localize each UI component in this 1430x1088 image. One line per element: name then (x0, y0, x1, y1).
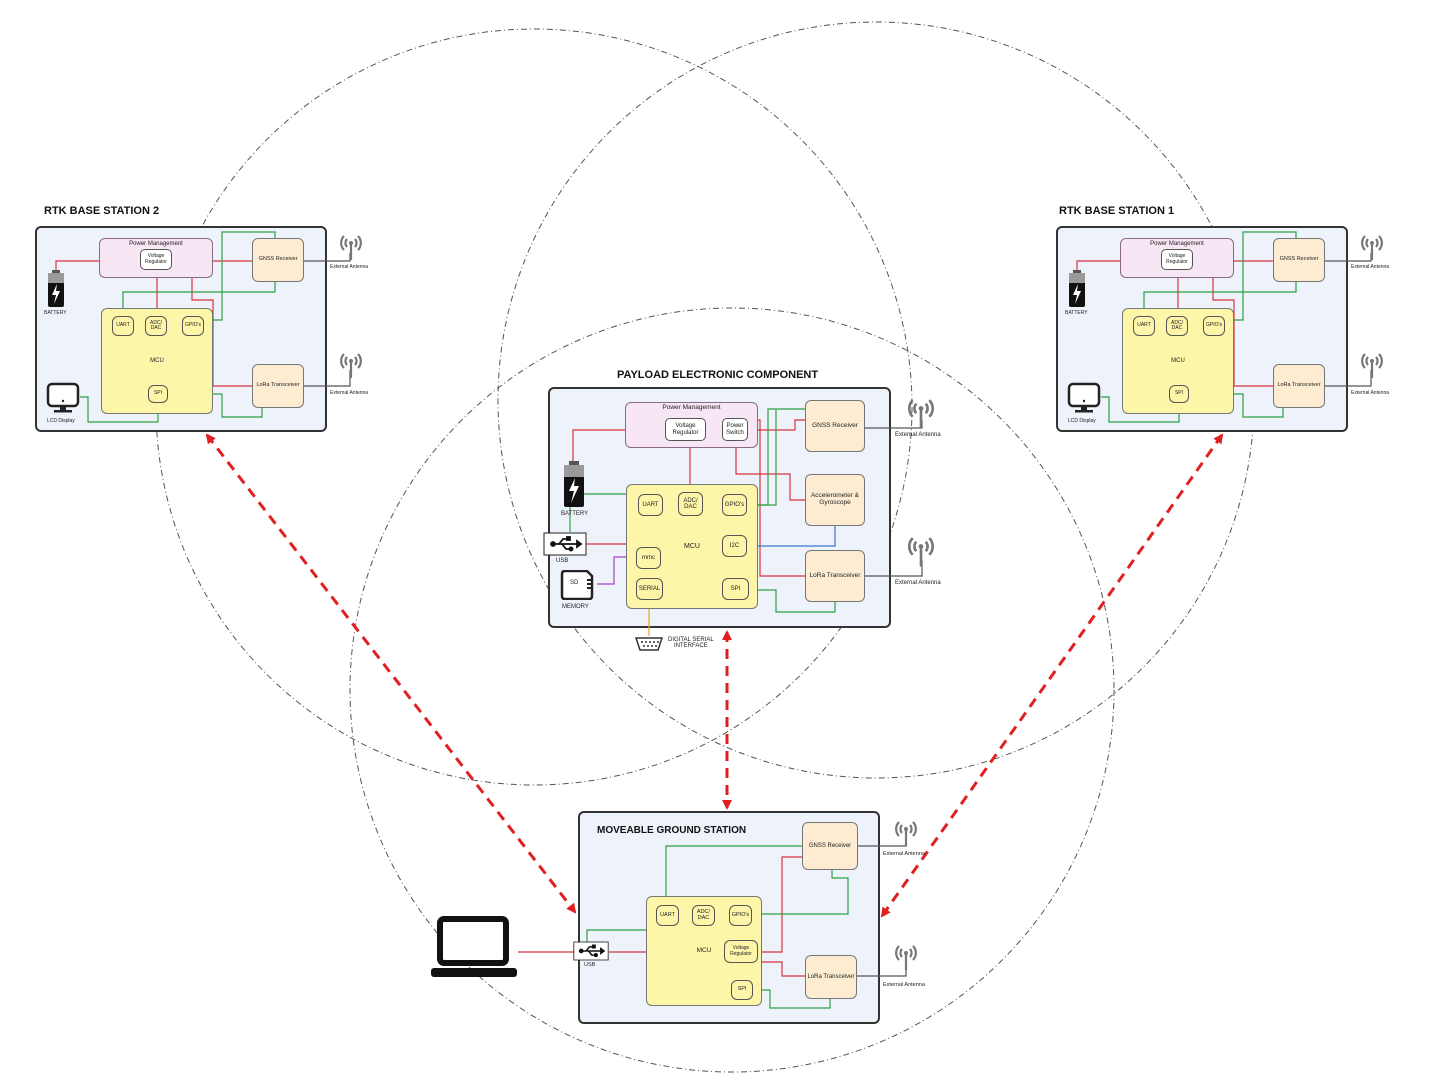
lora-transceiver: LoRa Transceiver (1273, 364, 1325, 408)
external-antenna-label: External Antenna (330, 264, 369, 270)
uart-port: UART (638, 494, 663, 516)
gpio-port: GPIO's (1203, 316, 1225, 336)
spi-port: SPI (148, 385, 168, 403)
lora-transceiver: LoRa Transceiver (805, 955, 857, 999)
radio-links (205, 433, 1224, 918)
gpio-port: GPIO's (722, 494, 747, 516)
battery-label: BATTERY (44, 310, 67, 316)
sd-label: SD (570, 580, 579, 586)
uart-port: UART (1133, 316, 1155, 336)
battery-icon (564, 461, 584, 507)
antenna-icon (340, 353, 362, 378)
external-antenna-label: External Antenna (883, 982, 925, 988)
external-antenna-label: External Antenna (1351, 390, 1390, 396)
adc-dac-port: ADC/ DAC (692, 905, 715, 926)
gnss-receiver: GNSS Receiver (1273, 238, 1325, 282)
spi-port: SPI (731, 980, 753, 1000)
laptop-icon (431, 916, 517, 977)
memory-label: MEMORY (562, 604, 589, 610)
accelerometer-gyroscope: Accelerometer & Gyroscope (805, 474, 865, 526)
lcd-label: LCD Display (1068, 418, 1096, 424)
antenna-icon (895, 821, 917, 846)
station-title-ground: MOVEABLE GROUND STATION (597, 825, 747, 836)
lcd-display-icon (46, 382, 80, 413)
lcd-display-icon (1067, 382, 1101, 413)
adc-dac-port: ADC/ DAC (678, 492, 703, 516)
usb-icon (573, 941, 609, 961)
i2c-port: I2C (722, 535, 747, 557)
battery-icon (1069, 270, 1085, 307)
uart-port: UART (656, 905, 679, 926)
usb-label: USB (584, 962, 596, 968)
digital-serial-interface-label: DIGITAL SERIAL INTERFACE (668, 637, 714, 649)
antenna-icon (1361, 235, 1383, 260)
serial-port: SERIAL (636, 578, 663, 600)
gnss-receiver: GNSS Receiver (252, 238, 304, 282)
external-antenna-label: External Antenna (883, 851, 925, 857)
battery-icon (48, 270, 64, 307)
spi-port: SPI (722, 578, 749, 600)
external-antenna-label: External Antenna (895, 432, 941, 438)
link-base2-ground (205, 433, 577, 914)
gnss-receiver: GNSS Receiver (805, 400, 865, 452)
voltage-regulator: Voltage Regulator (140, 249, 172, 270)
antenna-icon (895, 945, 917, 970)
uart-port: UART (112, 316, 134, 336)
station-title-base1: RTK BASE STATION 1 (1059, 205, 1175, 217)
voltage-regulator: Voltage Regulator (724, 940, 758, 963)
lora-transceiver: LoRa Transceiver (805, 550, 865, 602)
spi-port: SPI (1169, 385, 1189, 403)
station-title-payload: PAYLOAD ELECTRONIC COMPONENT (617, 369, 819, 381)
antenna-icon (908, 399, 934, 429)
gnss-receiver: GNSS Receiver (802, 822, 858, 870)
battery-label: BATTERY (1065, 310, 1088, 316)
power-switch: Power Switch (722, 418, 748, 441)
antenna-icon (908, 537, 934, 567)
lcd-label: LCD Display (47, 418, 75, 424)
antenna-icon (340, 235, 362, 260)
adc-dac-port: ADC/ DAC (145, 316, 167, 336)
link-base1-ground (880, 433, 1224, 918)
battery-label: BATTERY (561, 511, 589, 517)
sd-card-icon (560, 570, 594, 600)
external-antenna-label: External Antenna (1351, 264, 1390, 270)
voltage-regulator: Voltage Regulator (665, 418, 706, 441)
adc-dac-port: ADC/ DAC (1166, 316, 1188, 336)
mmc-port: mmc (636, 547, 661, 569)
gpio-port: GPIO's (729, 905, 752, 926)
usb-label: USB (556, 558, 569, 564)
lora-transceiver: LoRa Transceiver (252, 364, 304, 408)
external-antenna-label: External Antenna (330, 390, 369, 396)
external-antenna-label: External Antenna (895, 580, 941, 586)
voltage-regulator: Voltage Regulator (1161, 249, 1193, 270)
serial-port-icon (635, 637, 663, 651)
station-title-base2: RTK BASE STATION 2 (44, 205, 160, 217)
gpio-port: GPIO's (182, 316, 204, 336)
antenna-icon (1361, 353, 1383, 378)
usb-icon (543, 532, 587, 556)
